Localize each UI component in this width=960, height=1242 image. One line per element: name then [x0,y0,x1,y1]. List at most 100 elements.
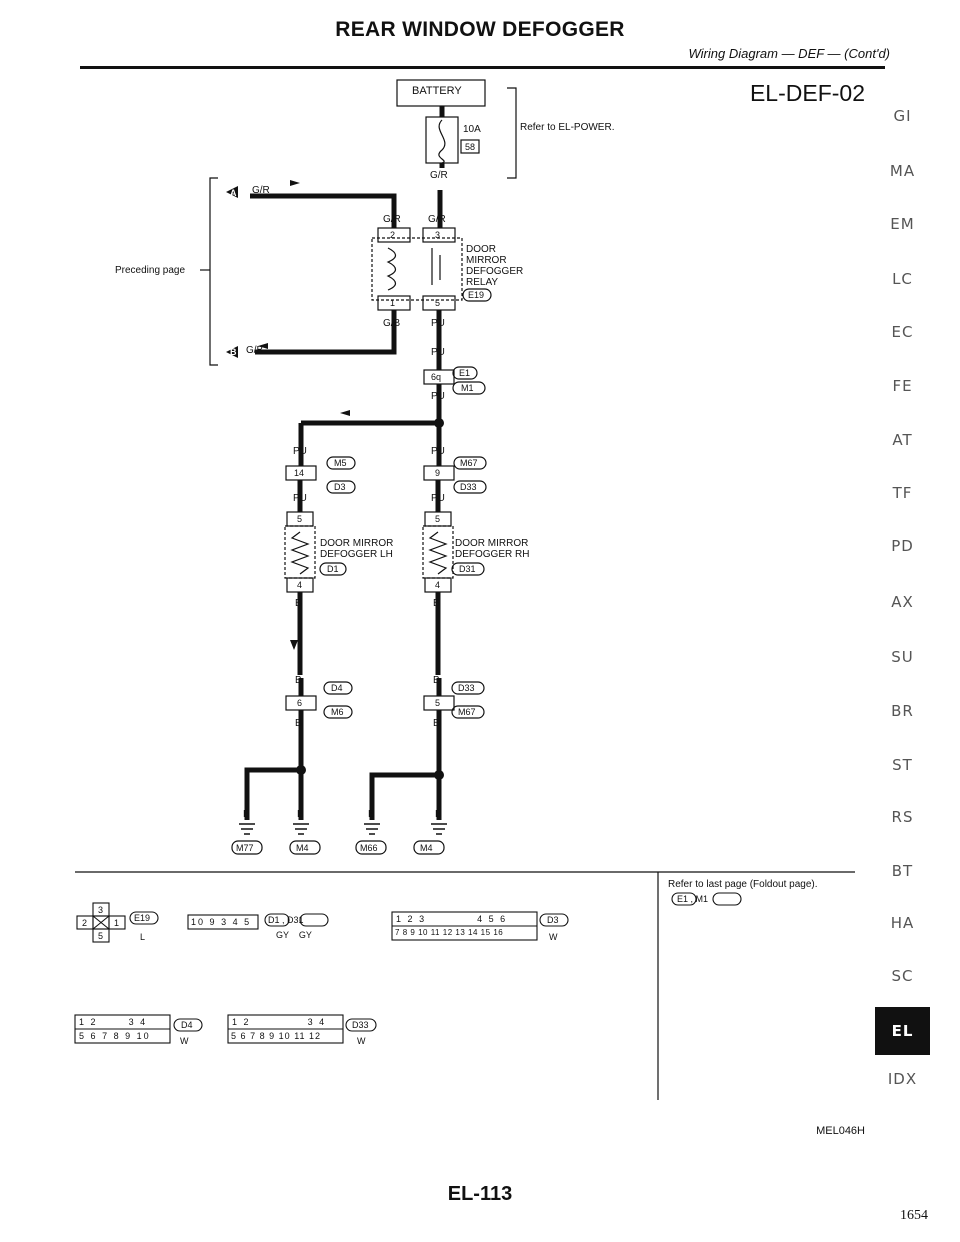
d1-pin: 10 [191,917,206,927]
rh-heater-pin-5: 5 [435,514,441,524]
ground-m77: M77 [236,843,254,853]
figure-id: MEL046H [816,1125,865,1137]
tab-ec[interactable]: EC [891,323,914,341]
refer-bracket [507,87,517,179]
d31-face-oval [299,913,329,927]
d33-face-row-2: 5 6 7 8 9 10 11 12 [231,1031,321,1041]
preceding-bracket [209,177,218,366]
d33-pin: 1 [232,1017,240,1027]
tab-em[interactable]: EM [890,215,915,233]
d4-pin: 9 [125,1031,133,1041]
preceding-page-label: Preceding page [115,265,186,276]
e19-face-name: E19 [134,913,151,923]
d3-pin: 3 [419,914,427,924]
flow-arrow-icon-4 [290,640,298,650]
wire-color-b-lh: B [295,598,302,609]
ground-icon [293,823,309,835]
connector-m67-bot: M67 [458,707,476,717]
relay-coil-icon [386,247,397,291]
tab-ma[interactable]: MA [889,162,916,180]
wire-color-pu-lh: PU [293,446,307,457]
e19-face-color: L [140,932,146,942]
fuse-rating: 10A [463,124,481,135]
connector-d33: D33 [460,482,477,492]
rh-heater-box [422,525,454,579]
relay-name-1: DOOR [466,244,496,255]
tab-ax[interactable]: AX [891,593,914,611]
d33-pin: 9 [269,1031,276,1041]
d33-pin: 4 [319,1017,327,1027]
connector-m5: M5 [334,458,347,468]
relay-name-4: RELAY [466,277,499,288]
refer-m1-oval [712,892,742,906]
tab-br[interactable]: BR [891,702,914,720]
d33-pin: 12 [309,1031,322,1041]
wire-color-gr: G/R [430,170,448,181]
tab-st[interactable]: ST [892,756,913,774]
tab-ha[interactable]: HA [890,914,915,932]
refer-e1-oval [671,892,697,906]
tab-bt[interactable]: BT [891,862,914,880]
tab-idx[interactable]: IDX [887,1070,918,1088]
wire-color-pu-2: PU [431,347,445,358]
tab-at[interactable]: AT [892,431,913,449]
relay-box [371,237,463,301]
d33-bot-oval [451,681,485,695]
d3-pin: 16 [493,928,504,937]
e19-face [108,915,126,930]
tab-tf[interactable]: TF [892,484,913,502]
d31-oval [451,562,485,576]
fuse-number: 58 [465,142,476,152]
d33-oval [453,480,487,494]
wire-color-pu-rh: PU [431,446,445,457]
tab-su[interactable]: SU [891,648,914,666]
d33-pin: 11 [294,1031,306,1041]
lh-heater-pin-4: 4 [297,580,303,590]
d33-pin: 5 [231,1031,238,1041]
rh-heater-pin-4: 4 [435,580,441,590]
relay-pin-3: 3 [435,230,441,240]
d1-face-colors: GY GY [276,930,312,940]
connector-b-label: B [230,347,237,357]
lh-top-pin: 14 [294,468,305,478]
tab-gi[interactable]: GI [893,107,912,125]
d1-face-oval [264,913,290,927]
tab-lc[interactable]: LC [892,270,913,288]
tab-rs[interactable]: RS [891,808,914,826]
splice-lh-ground [296,765,306,775]
d3-face-row-1: 1 2 3 4 5 6 [396,914,507,924]
wire-b-lh-ground-a [244,710,304,820]
m66-oval [355,840,387,855]
tab-sc[interactable]: SC [891,967,914,985]
connector-d4: D4 [331,683,343,693]
connector-b-arrow-icon [226,346,238,358]
rh-bot-pin: 5 [435,698,441,708]
m67-bot-oval [451,705,485,719]
rh-top-pin: 9 [435,468,441,478]
d4-pin: 8 [113,1031,121,1041]
lh-heater-icon [290,531,310,575]
connector-m6: M6 [331,707,344,717]
splice-pu [434,418,444,428]
tab-pd[interactable]: PD [891,537,914,555]
d33-face-color: W [357,1036,366,1046]
tab-fe[interactable]: FE [892,377,913,395]
lh-heater-pin-5: 5 [297,514,303,524]
d33-pin: 3 [307,1017,315,1027]
d1-pin: 4 [232,917,240,927]
e19-oval [462,288,492,302]
lh-heater-box [284,525,316,579]
wire-color-pu-rh-2: PU [431,493,445,504]
m4-oval-2 [413,840,445,855]
m1-oval [452,381,486,395]
connector-d31: D31 [459,564,476,574]
d4-face-oval [173,1018,203,1032]
d3-pin: 11 [430,928,441,937]
d4-face-color: W [180,1036,189,1046]
ground-icon [364,823,380,835]
fuse-number-box [460,139,480,154]
refer-last-page: Refer to last page (Foldout page). [668,879,818,890]
d33-face-name: D33 [352,1020,369,1030]
d3-pin: 1 [396,914,404,924]
tab-el[interactable]: EL [875,1007,930,1055]
